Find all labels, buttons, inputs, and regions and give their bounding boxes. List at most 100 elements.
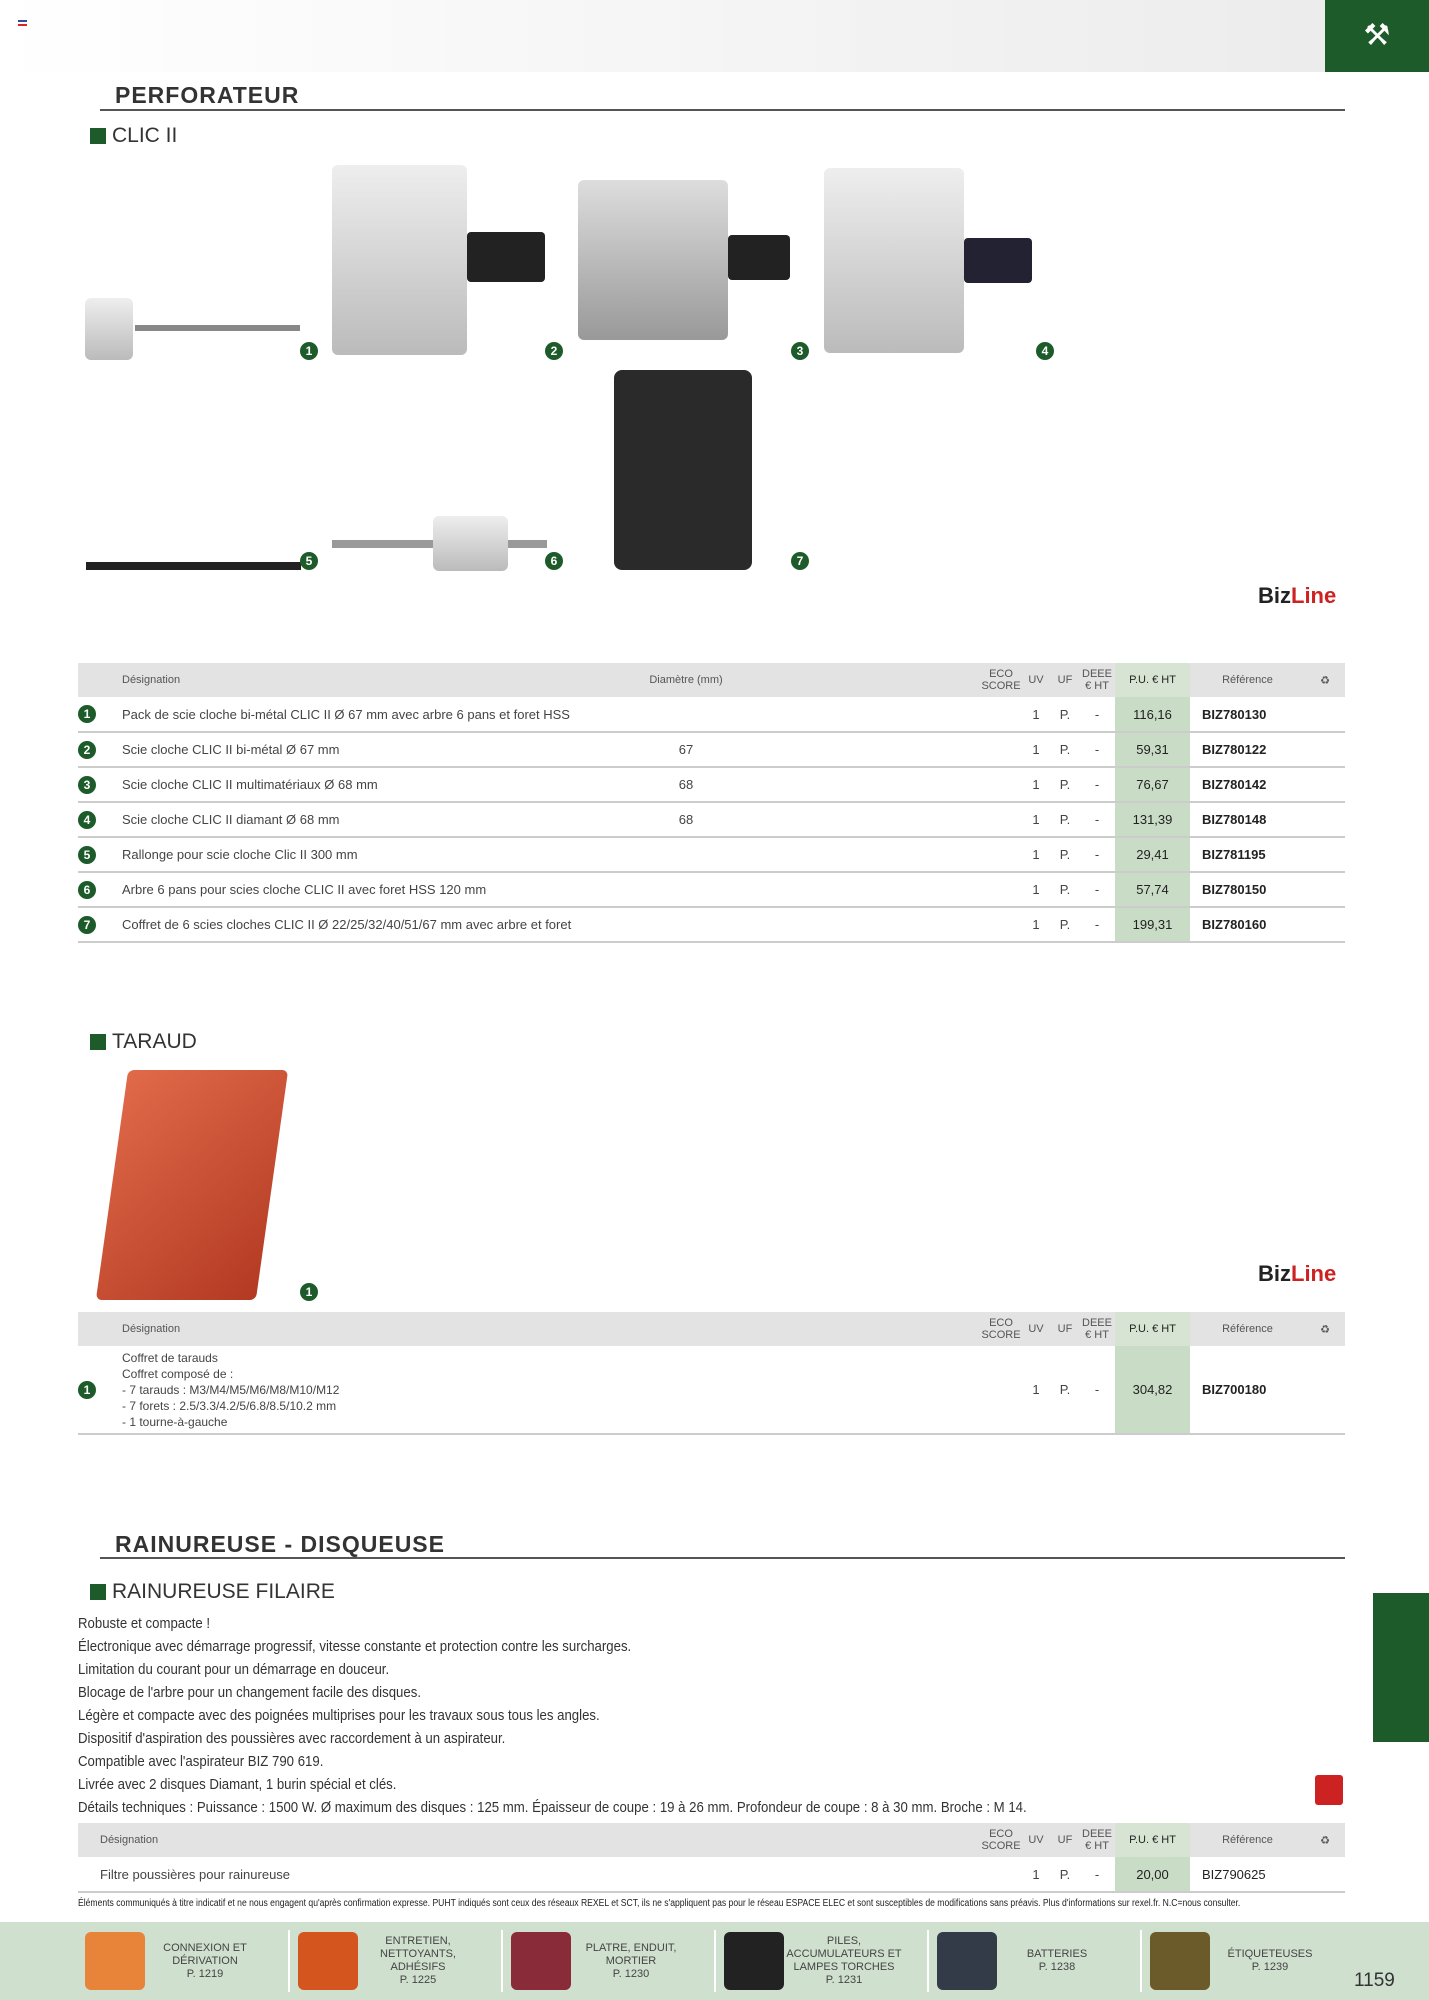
product-image-6-head xyxy=(433,516,508,571)
product-number-6: 6 xyxy=(545,552,563,570)
col-uv: UV xyxy=(1021,1312,1051,1346)
row-number: 1 xyxy=(78,1380,96,1399)
row-reference: BIZ700180 xyxy=(1190,1346,1305,1435)
row-diametre: 67 xyxy=(621,732,751,768)
row-uv: 1 xyxy=(1021,837,1051,873)
category-label: PILES, ACCUMULATEURS ET LAMPES TORCHES xyxy=(786,1935,902,1973)
category-image xyxy=(1150,1932,1210,1990)
row-reference: BIZ790625 xyxy=(1190,1857,1305,1893)
designation-line: Coffret composé de : xyxy=(122,1366,234,1381)
col-ref: Référence xyxy=(1190,1823,1305,1857)
col-diametre: Diamètre (mm) xyxy=(621,663,751,697)
row-deee: - xyxy=(1079,907,1115,943)
description-line: Dispositif d'aspiration des poussières a… xyxy=(78,1730,506,1747)
divider xyxy=(100,109,1345,111)
row-diametre: 68 xyxy=(621,802,751,838)
designation-line: - 7 tarauds : M3/M4/M5/M6/M8/M10/M12 xyxy=(122,1382,340,1397)
description-line: Livrée avec 2 disques Diamant, 1 burin s… xyxy=(78,1776,397,1793)
col-ref: Référence xyxy=(1190,1312,1305,1346)
col-uv: UV xyxy=(1021,663,1051,697)
row-price: 304,82 xyxy=(1115,1346,1190,1435)
row-diametre: 68 xyxy=(621,767,751,803)
table-row: 4 Scie cloche CLIC II diamant Ø 68 mm 68… xyxy=(78,802,1345,838)
product-image-2-shank xyxy=(467,232,545,282)
category-page: P. 1231 xyxy=(825,1974,863,1986)
row-reference: BIZ781195 xyxy=(1190,837,1305,873)
row-diametre xyxy=(621,837,751,873)
separator xyxy=(714,1930,716,1992)
separator xyxy=(927,1930,929,1992)
row-uv: 1 xyxy=(1021,1857,1051,1893)
col-uf: UF xyxy=(1051,663,1079,697)
category-page: P. 1219 xyxy=(186,1967,224,1980)
row-price: 20,00 xyxy=(1115,1857,1190,1893)
col-eco: ECO SCORE xyxy=(981,1312,1021,1346)
row-uv: 1 xyxy=(1021,1346,1051,1435)
page-number: 1159 xyxy=(1354,1970,1395,1991)
table-row: 1 Pack de scie cloche bi-métal CLIC II Ø… xyxy=(78,697,1345,733)
row-reference: BIZ780150 xyxy=(1190,872,1305,908)
row-deee: - xyxy=(1079,802,1115,838)
description-line: Détails techniques : Puissance : 1500 W.… xyxy=(78,1799,1027,1816)
row-reference: BIZ780130 xyxy=(1190,697,1305,733)
category-image xyxy=(511,1932,571,1990)
row-designation: Arbre 6 pans pour scies cloche CLIC II a… xyxy=(122,872,621,908)
category-page: P. 1230 xyxy=(612,1967,650,1980)
row-diametre xyxy=(621,872,751,908)
category-image xyxy=(937,1932,997,1990)
row-uf: P. xyxy=(1051,907,1079,943)
row-uf: P. xyxy=(1051,1857,1079,1893)
table-row: 3 Scie cloche CLIC II multimatériaux Ø 6… xyxy=(78,767,1345,803)
row-number: 1 xyxy=(78,705,96,723)
product-number-7: 7 xyxy=(791,552,809,570)
product-image-3-shank xyxy=(728,235,790,280)
product-number-4: 4 xyxy=(1036,342,1054,360)
description-line: Légère et compacte avec des poignées mul… xyxy=(78,1707,600,1724)
row-price: 199,31 xyxy=(1115,907,1190,943)
row-deee: - xyxy=(1079,697,1115,733)
subsection-clic-ii: CLIC II xyxy=(90,124,177,148)
recycle-icon: ♻ xyxy=(1305,1312,1345,1346)
category-label: PLATRE, ENDUIT, MORTIER xyxy=(585,1941,677,1967)
row-deee: - xyxy=(1079,1857,1115,1893)
subsection-label: CLIC II xyxy=(112,124,178,147)
subsection-rainureuse-filaire: RAINUREUSE FILAIRE xyxy=(90,1580,335,1604)
product-image-7 xyxy=(614,370,752,570)
row-deee: - xyxy=(1079,872,1115,908)
category-page: P. 1225 xyxy=(399,1974,437,1986)
product-image-5 xyxy=(86,562,301,570)
table-row: 2 Scie cloche CLIC II bi-métal Ø 67 mm 6… xyxy=(78,732,1345,768)
row-deee: - xyxy=(1079,837,1115,873)
col-deee: DEEE € HT xyxy=(1079,1823,1115,1857)
row-reference: BIZ780122 xyxy=(1190,732,1305,768)
row-uf: P. xyxy=(1051,1346,1079,1435)
description-line: Robuste et compacte ! xyxy=(78,1615,211,1632)
separator xyxy=(501,1930,503,1992)
col-pu: P.U. € HT xyxy=(1115,663,1190,697)
row-price: 116,16 xyxy=(1115,697,1190,733)
col-deee: DEEE € HT xyxy=(1079,1312,1115,1346)
row-price: 131,39 xyxy=(1115,802,1190,838)
taraud-table: Désignation ECO SCORE UV UF DEEE € HT P.… xyxy=(78,1312,1345,1435)
row-uf: P. xyxy=(1051,837,1079,873)
category-label: ENTRETIEN, NETTOYANTS, ADHÉSIFS xyxy=(380,1935,456,1973)
product-number-2: 2 xyxy=(545,342,563,360)
disclaimer: Éléments communiqués à titre indicatif e… xyxy=(78,1898,1241,1909)
row-number: 6 xyxy=(78,880,96,899)
side-tab xyxy=(1373,1593,1429,1742)
category-label: BATTERIES xyxy=(1026,1948,1088,1960)
top-bar xyxy=(0,0,1325,72)
recycle-icon: ♻ xyxy=(1305,1823,1345,1857)
row-uf: P. xyxy=(1051,697,1079,733)
category-label: CONNEXION ET DÉRIVATION xyxy=(163,1941,247,1967)
description-line: Blocage de l'arbre pour un changement fa… xyxy=(78,1684,422,1701)
category-label: ÉTIQUETEUSES xyxy=(1227,1948,1313,1960)
product-image-2 xyxy=(332,165,467,355)
